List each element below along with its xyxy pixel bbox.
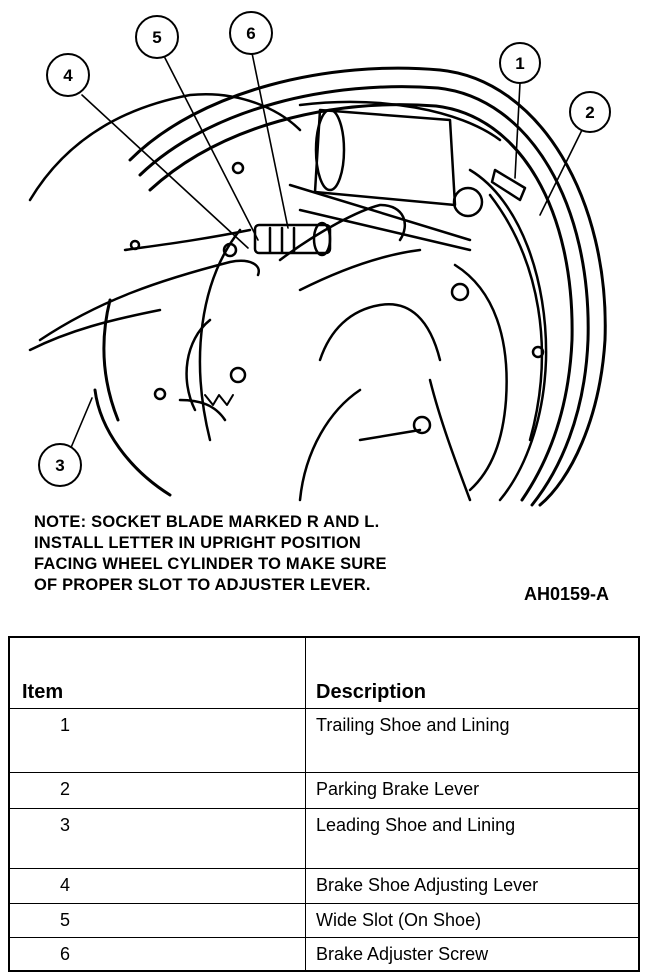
adjuster-screw xyxy=(253,221,332,257)
callout-5-label: 5 xyxy=(152,28,161,47)
note-line: OF PROPER SLOT TO ADJUSTER LEVER. xyxy=(34,576,371,594)
wheel-cylinder xyxy=(288,100,502,252)
leading-shoe xyxy=(129,161,247,442)
installation-note: NOTE: SOCKET BLADE MARKED R AND L. INSTA… xyxy=(34,512,534,596)
note-line: NOTE: SOCKET BLADE MARKED R AND L. xyxy=(34,513,380,531)
callout-leaders xyxy=(69,52,583,451)
callout-5: 5 xyxy=(135,15,179,59)
item-description: Wide Slot (On Shoe) xyxy=(316,909,482,930)
item-legend-table: Item Description 1 Trailing Shoe and Lin… xyxy=(8,636,640,972)
item-description: Leading Shoe and Lining xyxy=(316,814,516,835)
table-row: 6 Brake Adjuster Screw xyxy=(8,936,640,972)
item-description: Brake Shoe Adjusting Lever xyxy=(316,874,539,895)
table-row: 4 Brake Shoe Adjusting Lever xyxy=(8,867,640,904)
callout-3: 3 xyxy=(38,443,82,487)
callout-3-label: 3 xyxy=(55,456,64,475)
backing-plate xyxy=(93,66,607,507)
brake-assembly-illustration: 1 2 3 4 5 6 xyxy=(28,11,611,507)
callout-2: 2 xyxy=(569,91,611,133)
trailing-shoe xyxy=(412,168,548,502)
item-number: 3 xyxy=(60,814,71,835)
callout-6-label: 6 xyxy=(246,24,255,43)
table-row: 1 Trailing Shoe and Lining xyxy=(8,707,640,773)
item-description: Trailing Shoe and Lining xyxy=(316,714,510,735)
item-description: Parking Brake Lever xyxy=(316,778,480,799)
callout-4: 4 xyxy=(46,53,90,97)
callout-1: 1 xyxy=(499,42,541,84)
note-line: FACING WHEEL CYLINDER TO MAKE SURE xyxy=(34,555,387,573)
item-number: 6 xyxy=(60,943,71,964)
table-row: 2 Parking Brake Lever xyxy=(8,771,640,809)
item-number: 2 xyxy=(60,778,71,799)
table-row: 5 Wide Slot (On Shoe) xyxy=(8,902,640,938)
table-row: 3 Leading Shoe and Lining xyxy=(8,807,640,869)
parking-brake-lever xyxy=(488,168,544,442)
item-number: 4 xyxy=(60,874,71,895)
callout-1-label: 1 xyxy=(515,54,524,73)
note-line: INSTALL LETTER IN UPRIGHT POSITION xyxy=(34,534,362,552)
callout-2-label: 2 xyxy=(585,103,594,122)
figure-code: AH0159-A xyxy=(524,584,610,604)
callout-6: 6 xyxy=(229,11,273,55)
item-description: Brake Adjuster Screw xyxy=(316,943,489,964)
table-header-row: Item Description xyxy=(8,636,640,709)
item-number: 1 xyxy=(60,714,71,735)
header-description: Description xyxy=(305,636,640,709)
technician-hands xyxy=(28,93,472,502)
header-item: Item xyxy=(8,636,306,709)
item-number: 5 xyxy=(60,909,71,930)
callout-4-label: 4 xyxy=(63,66,73,85)
